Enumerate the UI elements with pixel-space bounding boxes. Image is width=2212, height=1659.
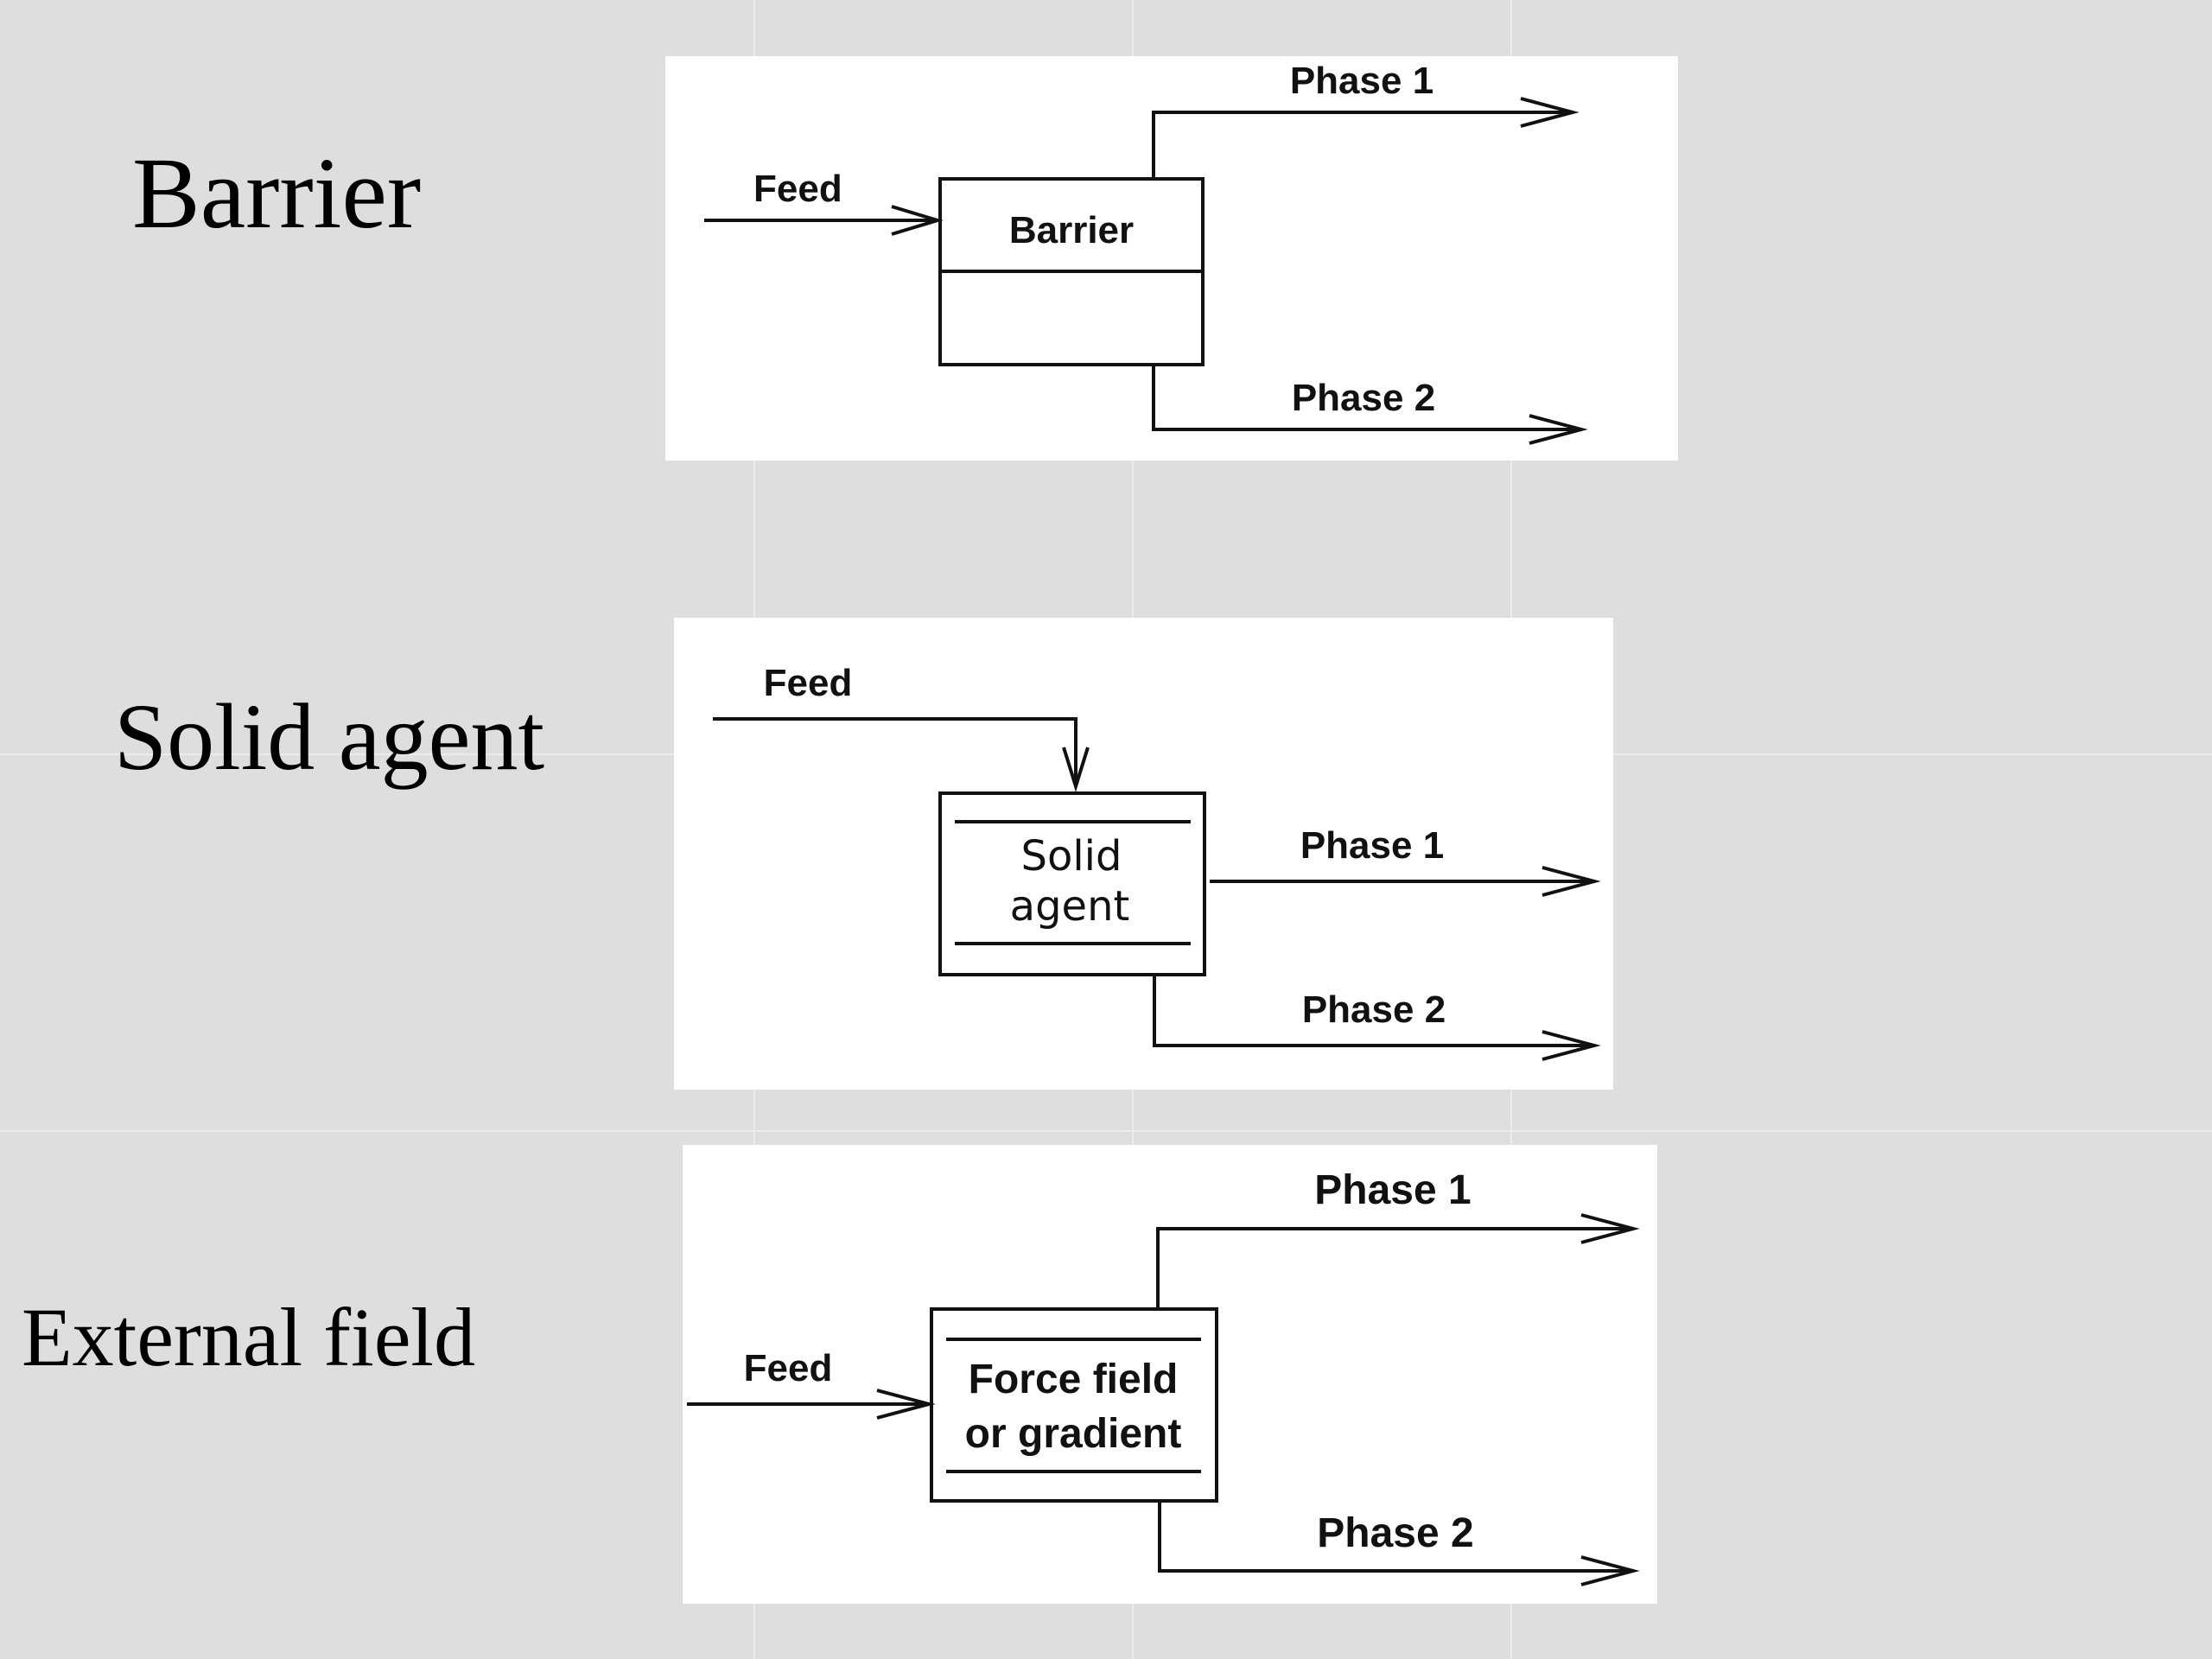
phase2-label: Phase 2 — [1317, 1510, 1473, 1556]
barrier-diagram-svg: Feed Barrier Phase 1 Phase 2 — [704, 60, 1588, 445]
row-label-barrier: Barrier — [132, 137, 422, 250]
row-label-external-field: External field — [22, 1291, 476, 1383]
force-field-box — [930, 1307, 1218, 1503]
feed-arrowhead — [876, 1389, 936, 1420]
phase1-line — [1152, 111, 1573, 179]
feed-label: Feed — [764, 662, 853, 704]
feed-label: Feed — [753, 168, 842, 210]
external-field-diagram-svg: Feed Force field or gradient Phase 1 Pha… — [687, 1167, 1640, 1586]
phase2-arrowhead — [1529, 414, 1588, 445]
box-label-line1: Solid — [1021, 832, 1122, 880]
box-label-line2: or gradient — [965, 1411, 1182, 1457]
solid-agent-diagram-svg: Feed Solid agent Phase 1 Phase 2 — [713, 662, 1601, 1061]
diagram-barrier: Feed Barrier Phase 1 Phase 2 — [665, 56, 1678, 461]
row-label-solid-agent: Solid agent — [114, 684, 545, 790]
phase2-label: Phase 2 — [1292, 377, 1435, 419]
phase2-line — [1152, 365, 1581, 431]
box-label-line1: Force field — [969, 1357, 1179, 1402]
diagram-solid-agent: Feed Solid agent Phase 1 Phase 2 — [674, 618, 1613, 1090]
phase1-arrowhead — [1580, 1213, 1640, 1244]
feed-line — [713, 717, 1077, 786]
solid-agent-box — [938, 791, 1206, 976]
box-label-line2: agent — [1010, 882, 1130, 931]
grid-line — [0, 1130, 2212, 1132]
phase1-arrowhead — [1541, 866, 1601, 897]
phase2-line — [1153, 975, 1594, 1047]
phase2-arrowhead — [1580, 1555, 1640, 1586]
feed-label: Feed — [744, 1347, 833, 1389]
feed-arrowhead — [1062, 747, 1090, 792]
phase1-line — [1156, 1227, 1633, 1309]
phase1-label: Phase 1 — [1300, 824, 1444, 867]
diagram-external-field: Feed Force field or gradient Phase 1 Pha… — [683, 1145, 1657, 1604]
phase2-label: Phase 2 — [1302, 988, 1446, 1031]
phase1-arrowhead — [1520, 97, 1580, 128]
phase1-label: Phase 1 — [1290, 60, 1433, 102]
phase2-line — [1158, 1501, 1633, 1573]
feed-arrowhead — [891, 205, 944, 236]
barrier-box-label: Barrier — [1009, 209, 1134, 251]
phase1-label: Phase 1 — [1314, 1167, 1471, 1213]
phase2-arrowhead — [1541, 1030, 1601, 1061]
